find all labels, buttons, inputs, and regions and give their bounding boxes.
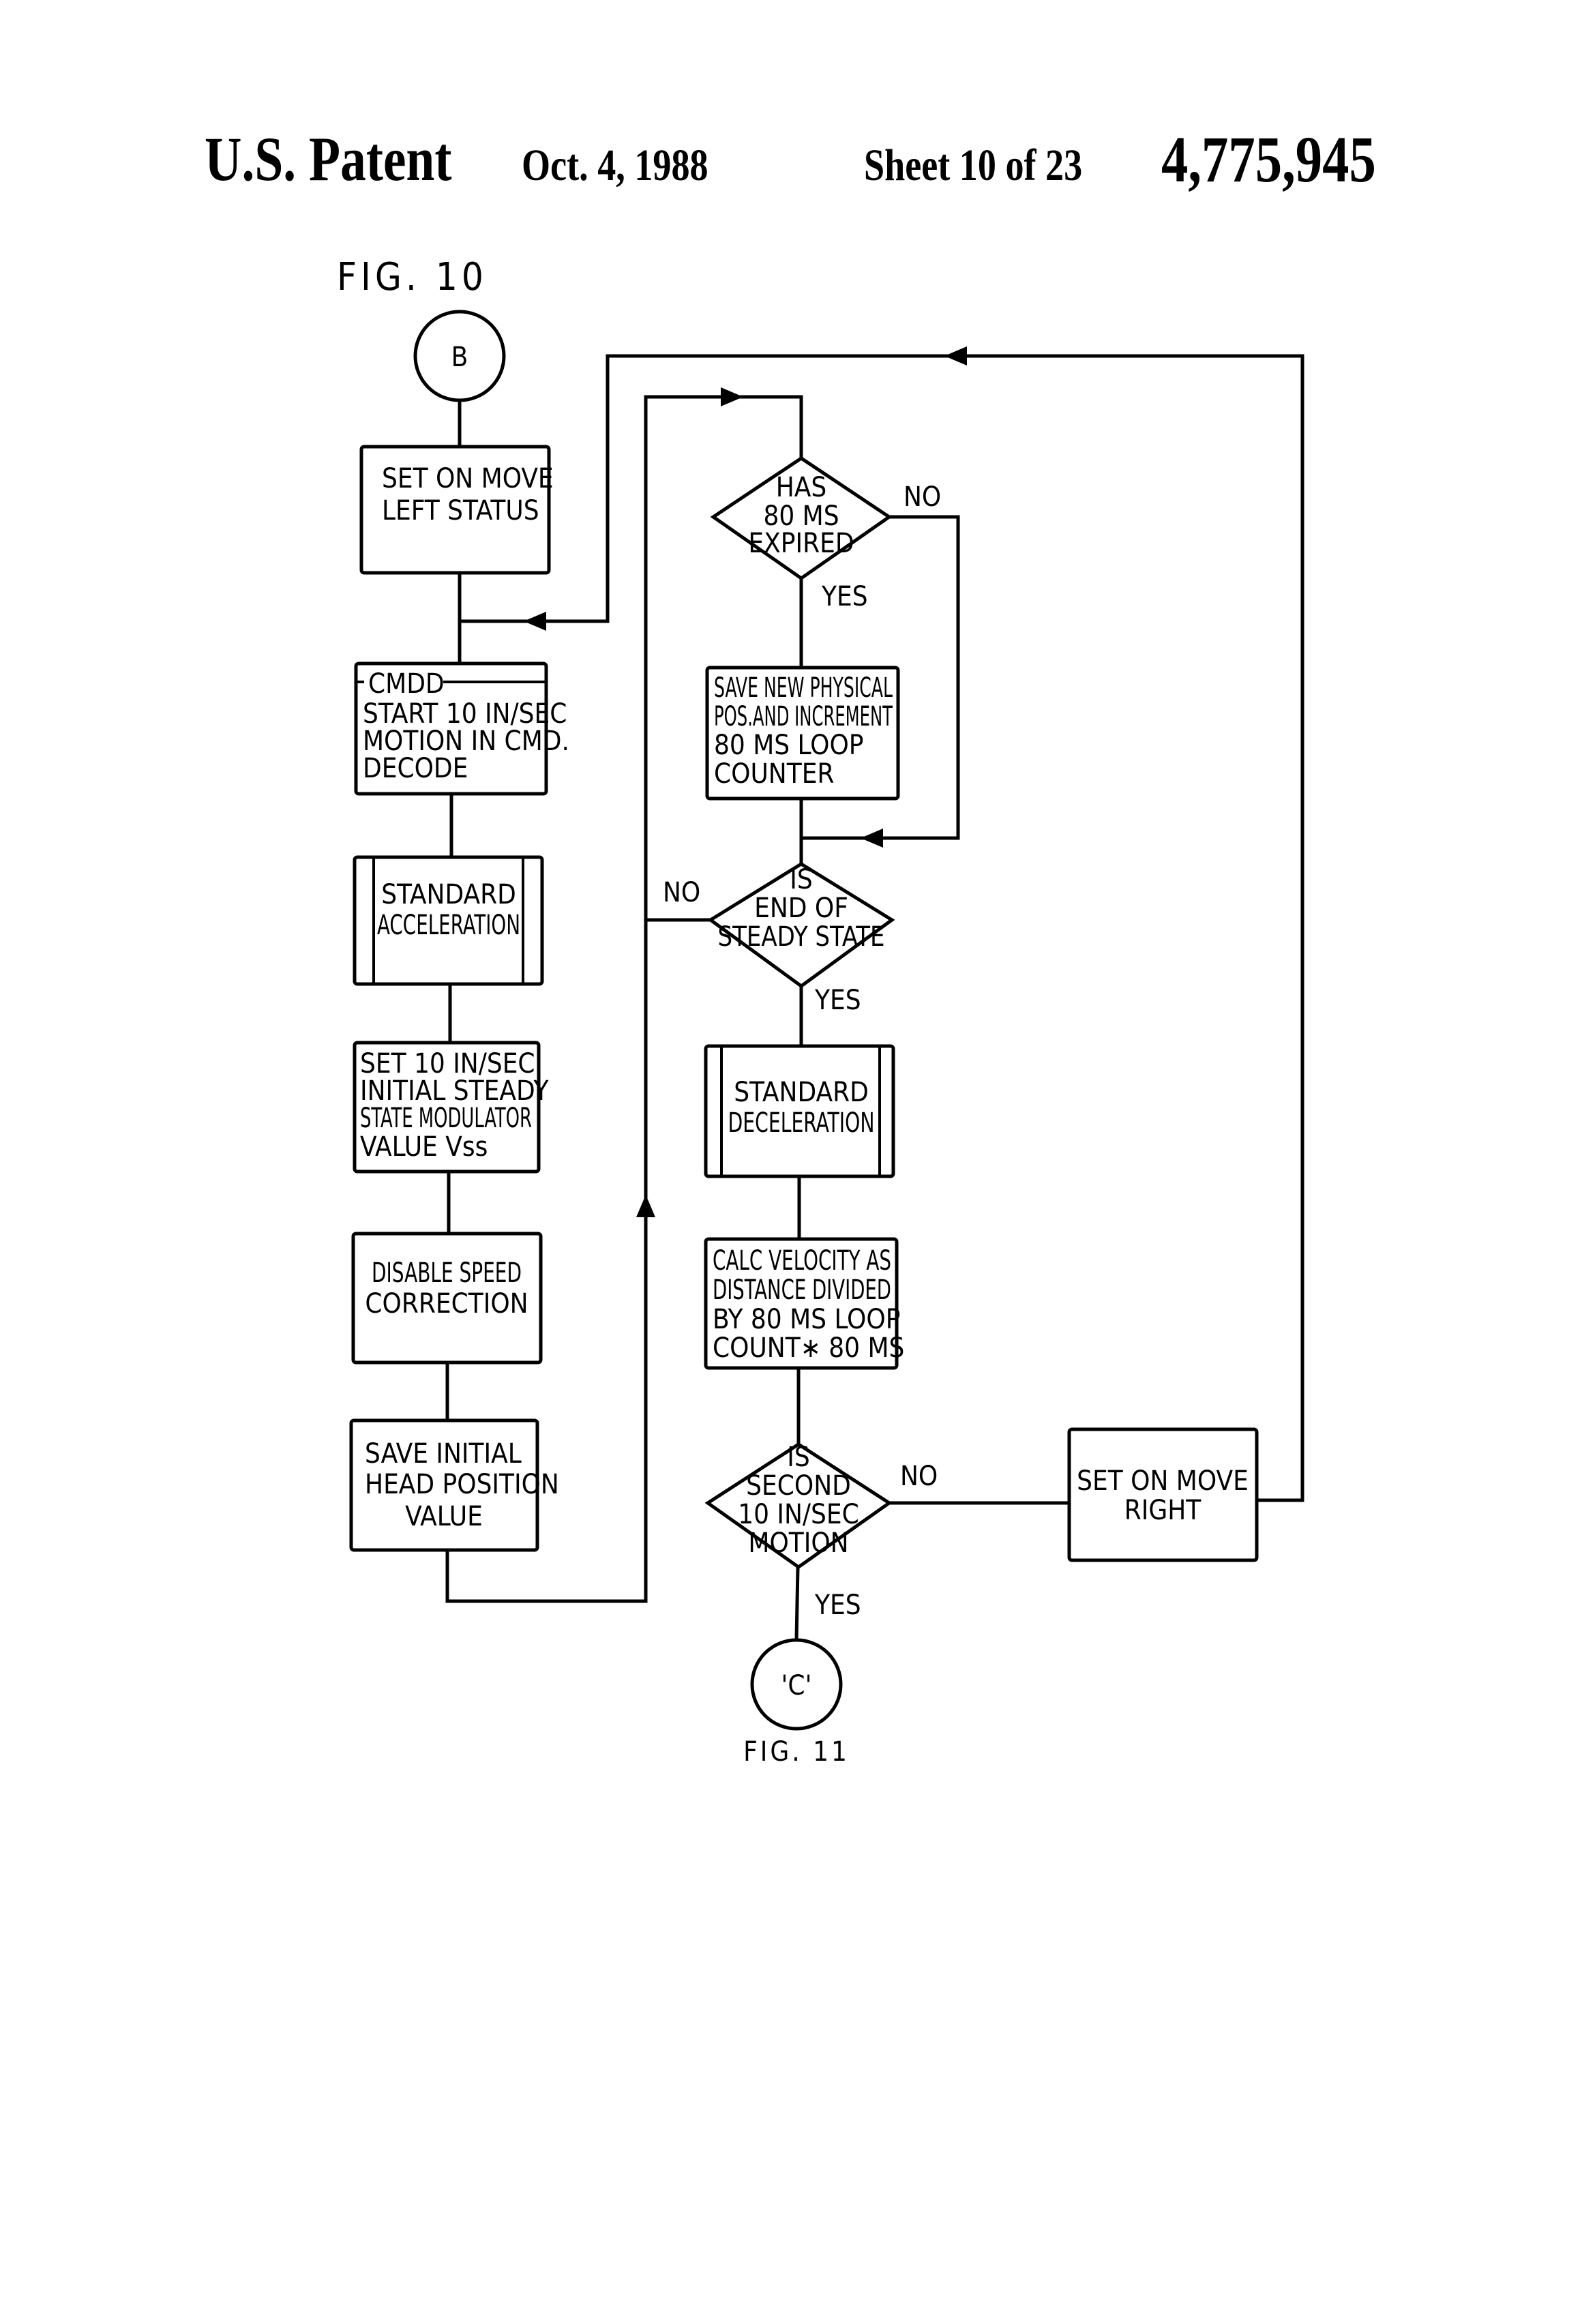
decision-3-line-4: MOTION	[748, 1528, 848, 1559]
box-set-vss: SET 10 IN/SEC INITIAL STEADY STATE MODUL…	[355, 1043, 549, 1172]
box-standard-deceleration-line-1: STANDARD	[734, 1077, 869, 1108]
box-calc-velocity-line-4: COUNT∗ 80 MS	[713, 1332, 904, 1364]
arrow-outer-top	[944, 346, 967, 366]
line-d3-yes	[796, 1567, 798, 1640]
box-calc-velocity-line-2: DISTANCE DIVIDED	[713, 1275, 891, 1306]
decision-2-line-3: STEADY STATE	[718, 921, 885, 953]
box-disable-speed-correction: DISABLE SPEED CORRECTION	[353, 1234, 541, 1362]
connector-c-label: 'C'	[781, 1670, 812, 1701]
box-standard-acceleration-line-2: ACCELERATION	[377, 910, 520, 941]
box-standard-acceleration-line-1: STANDARD	[381, 879, 516, 910]
box-save-new-physical-position: SAVE NEW PHYSICAL POS.AND INCREMENT 80 M…	[707, 668, 898, 799]
box-set-move-right-line-2: RIGHT	[1124, 1495, 1202, 1526]
box-standard-acceleration: STANDARD ACCELERATION	[355, 857, 542, 984]
box-set-vss-line-4: VALUE Vss	[360, 1131, 488, 1163]
box-save-new-pos-line-2: POS.AND INCREMENT	[714, 701, 893, 732]
box-save-initial-line-3: VALUE	[405, 1501, 483, 1532]
decision-end-of-steady-state: IS END OF STEADY STATE NO YES	[663, 864, 892, 1016]
box-save-new-pos-line-3: 80 MS LOOP	[714, 730, 864, 761]
box-save-new-pos-line-1: SAVE NEW PHYSICAL	[714, 672, 893, 704]
box-save-initial-line-2: HEAD POSITION	[365, 1469, 559, 1500]
connector-c: 'C'	[752, 1640, 841, 1729]
box-set-move-left-line-1: SET ON MOVE	[382, 463, 554, 494]
box-calc-velocity-line-3: BY 80 MS LOOP	[713, 1304, 900, 1335]
decision-1-line-3: EXPIRED	[748, 528, 854, 559]
box-set-move-left: SET ON MOVE LEFT STATUS	[361, 447, 554, 573]
figure-title: FIG. 10	[337, 255, 488, 299]
box-set-move-right-line-1: SET ON MOVE	[1077, 1465, 1249, 1497]
decision-3-line-1: IS	[787, 1442, 809, 1473]
box-calc-velocity: CALC VELOCITY AS DISTANCE DIVIDED BY 80 …	[706, 1239, 904, 1368]
box-cmdd-tag: CMDD	[368, 668, 445, 700]
decision-3-yes-label: YES	[814, 1590, 861, 1621]
connector-c-reference: FIG. 11	[743, 1736, 850, 1768]
decision-1-yes-label: YES	[821, 581, 868, 612]
box-save-new-pos-line-4: COUNTER	[714, 758, 834, 790]
box-standard-deceleration: STANDARD DECELERATION	[706, 1046, 893, 1176]
decision-1-no-label: NO	[904, 481, 941, 513]
box-save-initial-line-1: SAVE INITIAL	[365, 1438, 522, 1470]
arrow-outer-junction	[524, 612, 546, 631]
decision-second-10ips-motion: IS SECOND 10 IN/SEC MOTION NO YES	[708, 1442, 938, 1621]
arrow-inner-up	[636, 1195, 655, 1217]
box-disable-speed-line-2: CORRECTION	[365, 1288, 528, 1320]
connector-b-label: B	[451, 342, 468, 373]
box-set-move-right: SET ON MOVE RIGHT	[1069, 1429, 1257, 1560]
arrow-d1-no	[861, 829, 883, 848]
decision-3-line-2: SECOND	[746, 1470, 851, 1502]
decision-2-line-1: IS	[790, 864, 812, 895]
box-disable-speed-line-1: DISABLE SPEED	[372, 1257, 522, 1289]
decision-3-no-label: NO	[900, 1461, 938, 1492]
box-set-vss-line-3: STATE MODULATOR	[360, 1103, 532, 1134]
box-save-initial-head-position: SAVE INITIAL HEAD POSITION VALUE	[351, 1420, 559, 1550]
decision-2-line-2: END OF	[754, 893, 848, 924]
box-calc-velocity-line-1: CALC VELOCITY AS	[713, 1245, 891, 1277]
box-cmdd-line-3: DECODE	[363, 753, 468, 784]
decision-3-line-3: 10 IN/SEC	[738, 1499, 859, 1530]
decision-has-80ms-expired: HAS 80 MS EXPIRED NO YES	[713, 458, 941, 612]
decision-1-line-1: HAS	[776, 472, 827, 503]
connector-b: B	[415, 312, 504, 400]
box-set-move-left-line-2: LEFT STATUS	[382, 495, 539, 526]
box-standard-deceleration-line-2: DECELERATION	[728, 1107, 875, 1139]
decision-2-no-label: NO	[663, 877, 700, 908]
box-cmdd: CMDD START 10 IN/SEC MOTION IN CMD. DECO…	[356, 664, 569, 794]
arrow-inner-top	[721, 387, 743, 406]
decision-2-yes-label: YES	[814, 985, 861, 1016]
